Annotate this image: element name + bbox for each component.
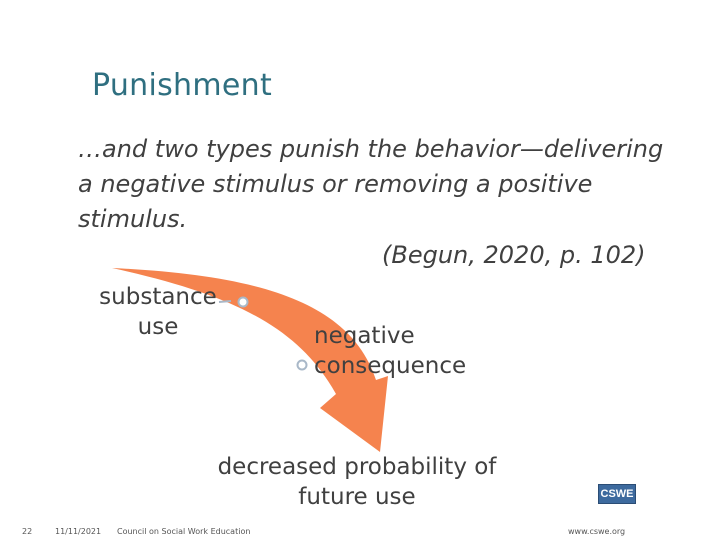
footer-website: www.cswe.org	[568, 527, 626, 536]
citation: (Begun, 2020, p. 102)	[382, 241, 646, 269]
connector-dot	[296, 359, 308, 371]
node-negative-label: negative	[314, 323, 415, 349]
footer-organization: Council on Social Work Education	[117, 527, 251, 536]
slide-number: 22	[22, 527, 33, 536]
cswe-logo: CSWE	[598, 484, 636, 504]
curved-arrow	[112, 268, 388, 452]
connector-dot	[237, 296, 249, 308]
slide-title: Punishment	[92, 68, 273, 103]
footer-date: 11/11/2021	[55, 527, 102, 536]
node-negative-consequence: negative consequence	[314, 321, 466, 381]
node-negative-label-2: consequence	[314, 353, 467, 379]
node-substance-use: substance use	[99, 284, 217, 340]
body-text: …and two types punish the behavior—deliv…	[78, 135, 664, 233]
connector-line	[218, 300, 232, 303]
node-decreased-probability: decreased probability of future use	[217, 454, 497, 510]
